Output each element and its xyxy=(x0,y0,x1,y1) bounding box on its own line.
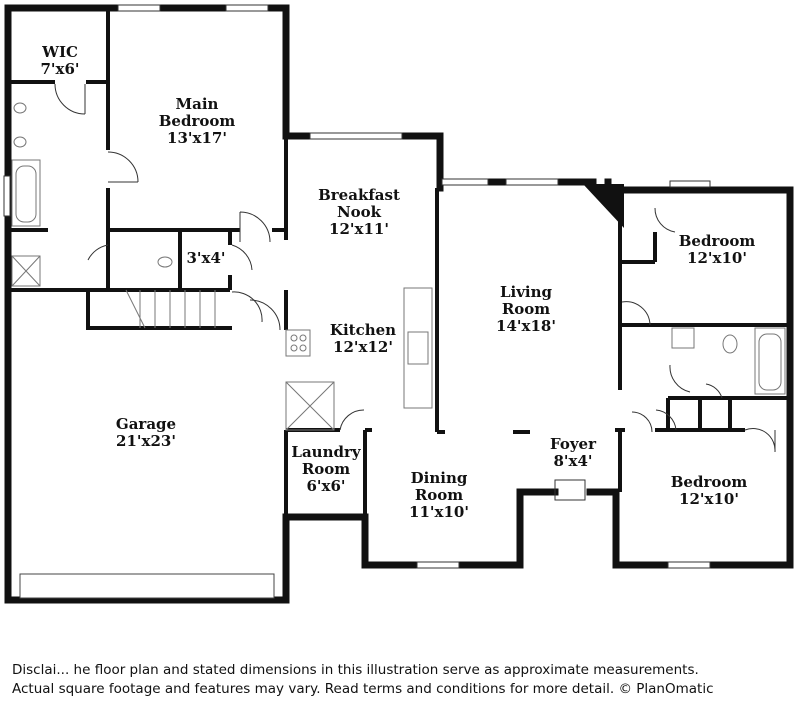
room-name: Dining xyxy=(410,469,468,487)
disclaimer: Disclai... he floor plan and stated dime… xyxy=(12,661,792,699)
disclaimer-line-1: Disclai... he floor plan and stated dime… xyxy=(12,662,699,678)
room-dimensions: 21'x23' xyxy=(116,432,176,450)
room-dimensions: 13'x17' xyxy=(167,129,227,147)
room-name: Room xyxy=(414,486,464,504)
room-dimensions: 12'x11' xyxy=(329,220,389,238)
room-name: Laundry xyxy=(291,443,361,461)
room-name: Kitchen xyxy=(329,321,397,339)
disclaimer-line-2: Actual square footage and features may v… xyxy=(12,681,714,697)
room-name: Breakfast xyxy=(318,186,400,204)
room-label-foyer: Foyer 8'x4' xyxy=(540,436,606,470)
room-name: Room xyxy=(501,300,551,318)
room-label-kitchen: Kitchen 12'x12' xyxy=(318,322,408,356)
room-label-garage: Garage 21'x23' xyxy=(100,416,192,450)
room-label-closet: 3'x4' xyxy=(184,250,228,267)
fixtures xyxy=(11,102,786,431)
room-name: Room xyxy=(301,460,351,478)
room-dimensions: 12'x10' xyxy=(687,249,747,267)
room-dimensions: 11'x10' xyxy=(409,503,469,521)
fireplace-corner xyxy=(583,184,624,228)
room-name: Nook xyxy=(336,203,382,221)
room-name: Bedroom xyxy=(158,112,236,130)
room-name: Garage xyxy=(115,415,177,433)
room-name: Foyer xyxy=(550,435,596,453)
room-dimensions: 7'x6' xyxy=(40,60,80,78)
room-label-dining-room: Dining Room 11'x10' xyxy=(396,470,482,521)
room-dimensions: 8'x4' xyxy=(553,452,593,470)
room-name: Living xyxy=(499,283,553,301)
room-name: Bedroom xyxy=(670,473,748,491)
room-label-wic: WIC 7'x6' xyxy=(28,44,92,78)
room-name: WIC xyxy=(42,43,78,61)
room-label-main-bedroom: Main Bedroom 13'x17' xyxy=(150,96,244,147)
room-dimensions: 12'x10' xyxy=(679,490,739,508)
room-label-bedroom-top: Bedroom 12'x10' xyxy=(664,233,770,267)
room-dimensions: 6'x6' xyxy=(306,477,346,495)
room-label-bedroom-bottom: Bedroom 12'x10' xyxy=(656,474,762,508)
room-dimensions: 14'x18' xyxy=(496,317,556,335)
windows xyxy=(3,4,711,599)
room-label-breakfast-nook: Breakfast Nook 12'x11' xyxy=(308,187,410,238)
room-name: Main xyxy=(175,95,219,113)
room-name: Bedroom xyxy=(678,232,756,250)
room-label-laundry: Laundry Room 6'x6' xyxy=(286,444,366,495)
room-dimensions: 12'x12' xyxy=(333,338,393,356)
room-dimensions: 3'x4' xyxy=(186,249,226,267)
doors xyxy=(54,83,776,501)
room-label-living-room: Living Room 14'x18' xyxy=(480,284,572,335)
